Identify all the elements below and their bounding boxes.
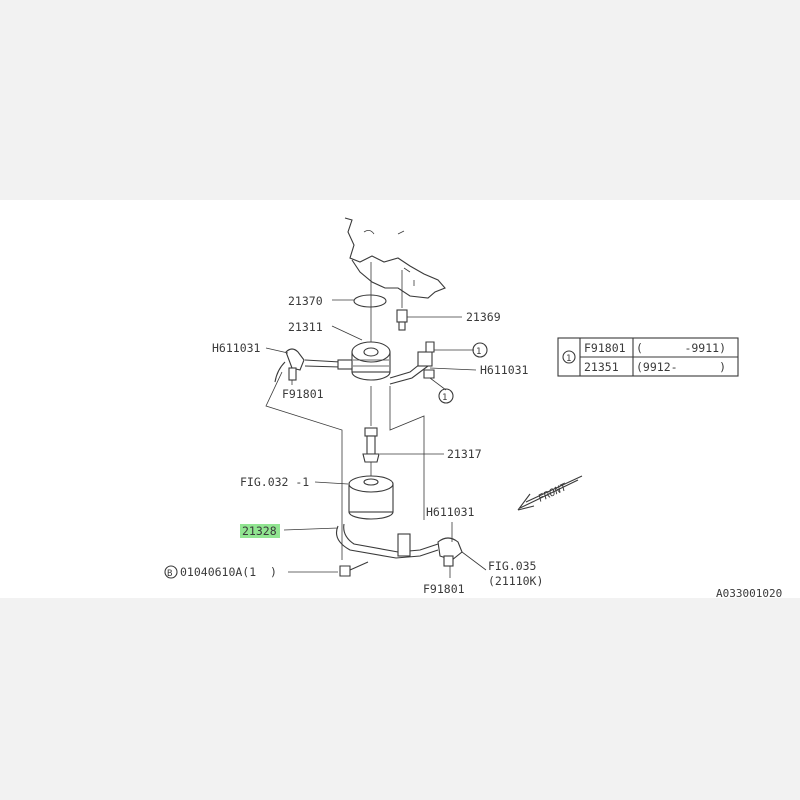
hose-left xyxy=(304,359,341,363)
clamp-f91801-left xyxy=(288,367,297,381)
highlight-21328 xyxy=(240,524,280,538)
legend-row-1-part: F91801 xyxy=(584,341,626,355)
nipple-left xyxy=(337,359,353,370)
label-f91801-left: F91801 xyxy=(282,387,324,401)
label-bolt-prefix: B xyxy=(167,569,172,579)
leader-fig032 xyxy=(314,481,349,485)
elbow-right xyxy=(425,341,435,353)
label-21317: 21317 xyxy=(447,447,482,461)
label-bolt: 01040610A(1 xyxy=(180,565,256,579)
clamp-f91801-bottom xyxy=(443,555,454,567)
pipe-21317-body xyxy=(366,435,376,455)
leader-21328 xyxy=(283,527,339,531)
clamp-h611031-left xyxy=(285,348,305,371)
label-21328: 21328 xyxy=(242,524,277,538)
oil-cooler-21311-port xyxy=(363,347,379,357)
label-fig035-a: FIG.035 xyxy=(488,559,536,573)
leader-h611031-right xyxy=(429,367,477,371)
hose-right xyxy=(389,365,429,385)
bolt-prefix-circle xyxy=(164,565,178,579)
bolt-head xyxy=(339,565,351,577)
label-21311: 21311 xyxy=(288,320,323,334)
engine-block-detail xyxy=(363,230,415,286)
label-ref1: 1 xyxy=(476,347,481,357)
label-21370: 21370 xyxy=(288,294,323,308)
legend-marker-circle xyxy=(562,350,576,364)
label-21369: 21369 xyxy=(466,310,501,324)
diagram-sheet: 21370 21311 21369 H611031 F91801 H611031… xyxy=(0,200,800,598)
hose-left xyxy=(304,365,341,368)
o-ring-21370 xyxy=(353,294,387,308)
clamp-h611031-right xyxy=(423,369,435,379)
front-arrow-icon xyxy=(517,475,583,511)
leader-ref1-lower xyxy=(429,377,447,391)
hose-21328 xyxy=(343,523,439,553)
bracket-right xyxy=(389,386,425,520)
leader-21311 xyxy=(331,325,363,341)
parts-diagram: 21370 21311 21369 H611031 F91801 H611031… xyxy=(164,217,782,598)
legend-marker: 1 xyxy=(566,354,571,364)
label-h611031-bottom: H611031 xyxy=(426,505,475,519)
bracket-left xyxy=(265,371,343,560)
label-h611031-left: H611031 xyxy=(212,341,261,355)
label-f91801-bottom: F91801 xyxy=(423,582,465,596)
label-ref2: 1 xyxy=(442,393,447,403)
pipe-21317-top xyxy=(364,427,378,437)
union-right xyxy=(417,351,433,367)
legend-row-2-range: (9912- ) xyxy=(636,360,726,374)
engine-block-outline xyxy=(344,217,446,299)
ref-circle-1 xyxy=(472,342,488,358)
bolt-shank xyxy=(349,561,369,571)
label-bolt-close: ) xyxy=(270,565,277,579)
legend-row-2-part: 21351 xyxy=(584,360,619,374)
sensor-21369 xyxy=(396,309,408,323)
legend-row-1-range: ( -9911) xyxy=(636,341,726,355)
leader-fig035 xyxy=(461,551,487,571)
pipe-21317-nut xyxy=(362,453,380,463)
elbow-bottom xyxy=(437,537,463,561)
label-h611031-right: H611031 xyxy=(480,363,529,377)
ref-circle-2 xyxy=(438,388,454,404)
hose-21328 xyxy=(335,525,439,559)
label-front: FRONT xyxy=(537,482,570,505)
drawing-code: A033001020 xyxy=(716,587,782,598)
oil-filter-port xyxy=(363,478,379,486)
hose-left-down xyxy=(274,361,286,383)
label-fig035-b: (21110K) xyxy=(488,574,543,588)
sensor-21369-base xyxy=(398,321,406,331)
leader-h611031-left xyxy=(265,347,289,354)
label-fig032: FIG.032 -1 xyxy=(240,475,309,489)
hose-21328-clip xyxy=(397,533,411,557)
